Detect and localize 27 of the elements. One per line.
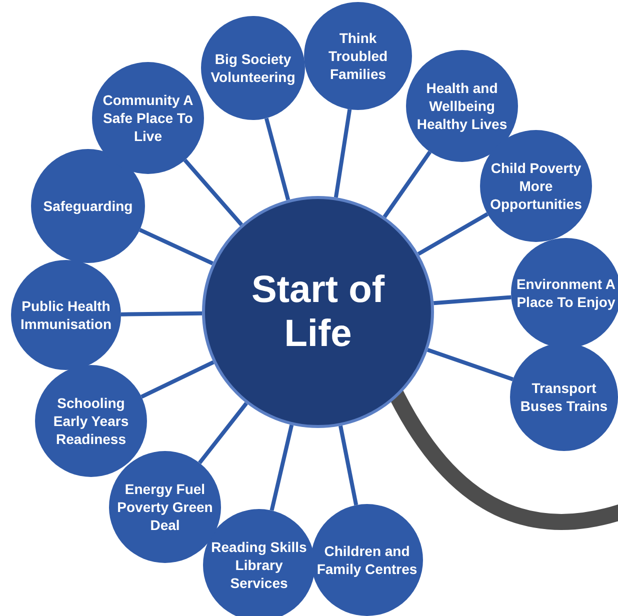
- topic-label: Environment A Place To Enjoy: [515, 275, 617, 311]
- connector-line: [138, 228, 214, 266]
- connector-line: [198, 402, 248, 464]
- connector-line: [427, 348, 514, 382]
- connector-line: [264, 118, 290, 200]
- connector-line: [140, 360, 214, 399]
- connector-line: [382, 150, 432, 218]
- topic-label: Children and Family Centres: [316, 542, 418, 578]
- connector-line: [183, 158, 244, 226]
- topic-label: Health and Wellbeing Healthy Lives: [416, 79, 508, 133]
- connector-line: [120, 311, 202, 316]
- connector-line: [334, 109, 352, 198]
- topic-label: Energy Fuel Poverty Green Deal: [116, 480, 214, 534]
- topic-label: Community A Safe Place To Live: [102, 91, 194, 145]
- topic-label: Reading Skills Library Services: [210, 538, 308, 592]
- connector-line: [338, 425, 358, 506]
- topic-label: Public Health Immunisation: [19, 297, 112, 333]
- connector-line: [417, 212, 489, 256]
- topic-label: Think Troubled Families: [327, 29, 389, 83]
- connector-line: [270, 424, 294, 511]
- topic-label: Safeguarding: [43, 197, 133, 215]
- topic-label: Child Poverty More Opportunities: [489, 159, 583, 213]
- topic-label: Big Society Volunteering: [210, 50, 296, 86]
- connector-line: [434, 295, 512, 306]
- topic-label: Transport Buses Trains: [519, 379, 609, 415]
- hub-title: Start of Life: [250, 268, 386, 356]
- topic-label: Schooling Early Years Readiness: [52, 394, 130, 448]
